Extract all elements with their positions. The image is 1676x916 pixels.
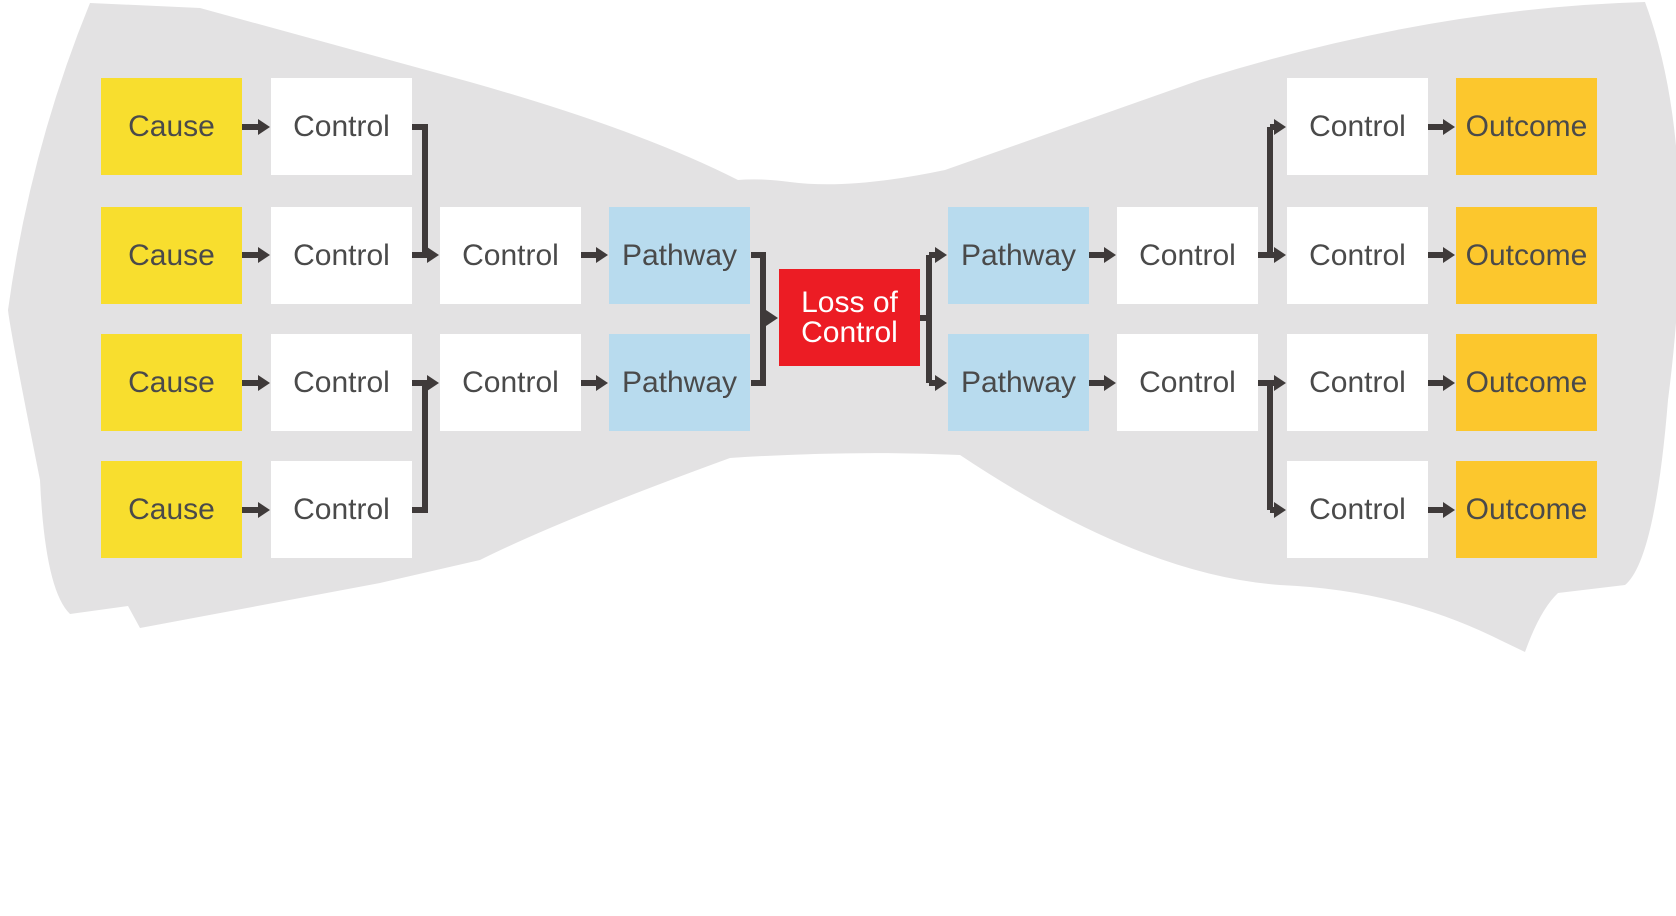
arrow-head-icon	[935, 375, 947, 391]
pathway-box: Pathway	[609, 334, 750, 431]
control-box: Control	[440, 207, 581, 304]
arrow-head-icon	[935, 247, 947, 263]
cause-box: Cause	[101, 207, 242, 304]
control-box: Control	[1287, 207, 1428, 304]
control-box: Control	[1287, 334, 1428, 431]
control-box: Control	[1117, 334, 1258, 431]
arrow-head-icon	[1274, 502, 1286, 518]
arrow-head-icon	[1443, 119, 1455, 135]
arrow-head-icon	[1104, 375, 1116, 391]
outcome-box: Outcome	[1456, 334, 1597, 431]
cause-box: Cause	[101, 461, 242, 558]
outcome-box: Outcome	[1456, 78, 1597, 175]
control-box: Control	[1287, 461, 1428, 558]
arrow-head-icon	[1443, 502, 1455, 518]
control-box: Control	[1117, 207, 1258, 304]
arrow-head-icon	[427, 375, 439, 391]
cause-box: Cause	[101, 334, 242, 431]
arrow-head-icon	[1443, 375, 1455, 391]
pathway-box: Pathway	[609, 207, 750, 304]
control-box: Control	[271, 78, 412, 175]
merge-bracket	[412, 383, 428, 513]
cause-box: Cause	[101, 78, 242, 175]
arrow-head-icon	[1443, 247, 1455, 263]
arrow-head-icon	[766, 310, 778, 326]
arrow-head-icon	[258, 375, 270, 391]
top-event-line1: Loss of	[801, 285, 898, 319]
arrow-head-icon	[258, 502, 270, 518]
pathway-box: Pathway	[948, 334, 1089, 431]
arrow-head-icon	[596, 375, 608, 391]
control-box: Control	[1287, 78, 1428, 175]
arrow-head-icon	[1274, 375, 1286, 391]
arrow-head-icon	[427, 247, 439, 263]
control-box: Control	[271, 334, 412, 431]
control-box: Control	[440, 334, 581, 431]
merge-bracket	[412, 124, 428, 255]
pathway-box: Pathway	[948, 207, 1089, 304]
arrow-head-icon	[596, 247, 608, 263]
top-event-line2: Control	[801, 315, 898, 349]
arrow-head-icon	[1274, 119, 1286, 135]
outcome-box: Outcome	[1456, 461, 1597, 558]
outcome-box: Outcome	[1456, 207, 1597, 304]
arrow-head-icon	[258, 119, 270, 135]
arrow-head-icon	[1104, 247, 1116, 263]
control-box: Control	[271, 461, 412, 558]
top-event-box: Loss of Control	[779, 269, 920, 366]
arrow-head-icon	[258, 247, 270, 263]
arrow-head-icon	[1274, 247, 1286, 263]
control-box: Control	[271, 207, 412, 304]
